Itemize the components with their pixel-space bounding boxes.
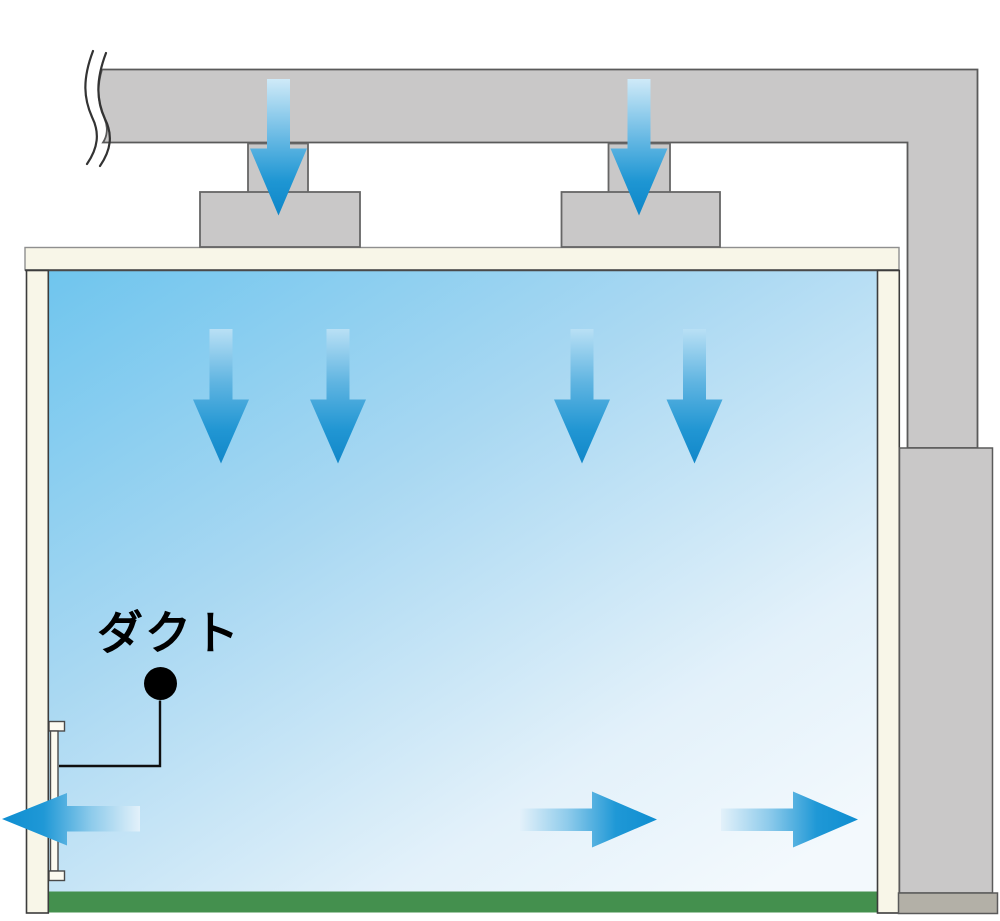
cleanroom-interior (48, 270, 878, 893)
downflow-arrow-icon (666, 329, 723, 464)
right-arrow-icon (520, 791, 657, 848)
supply-arrow-icon (610, 79, 668, 216)
exhaust-left-arrow-icon (2, 793, 140, 846)
floor-arrows-right (520, 791, 858, 848)
right-arrow-icon (721, 791, 858, 848)
return-duct-lower (898, 447, 994, 894)
duct-label-dot (144, 667, 177, 700)
grille-bottom-cap (48, 870, 66, 882)
duct-break-marks (84, 49, 111, 168)
floor (48, 891, 878, 913)
downflow-arrow-icon (310, 329, 366, 464)
room-downflow-arrows (193, 329, 723, 464)
downflow-arrow-icon (554, 329, 610, 464)
grille-top-cap (48, 720, 66, 732)
supply-arrow-icon (250, 79, 307, 216)
downflow-arrow-icon (193, 329, 249, 464)
duct-label: ダクト (97, 606, 241, 660)
break-wave-line (84, 49, 98, 166)
supply-arrows-down (250, 79, 668, 216)
duct-label-leader-line (59, 700, 162, 768)
right-wall (876, 269, 901, 914)
break-wave-line (97, 51, 111, 168)
return-duct-base (897, 892, 999, 915)
ceiling-panel (24, 246, 900, 271)
left-wall (25, 269, 50, 914)
